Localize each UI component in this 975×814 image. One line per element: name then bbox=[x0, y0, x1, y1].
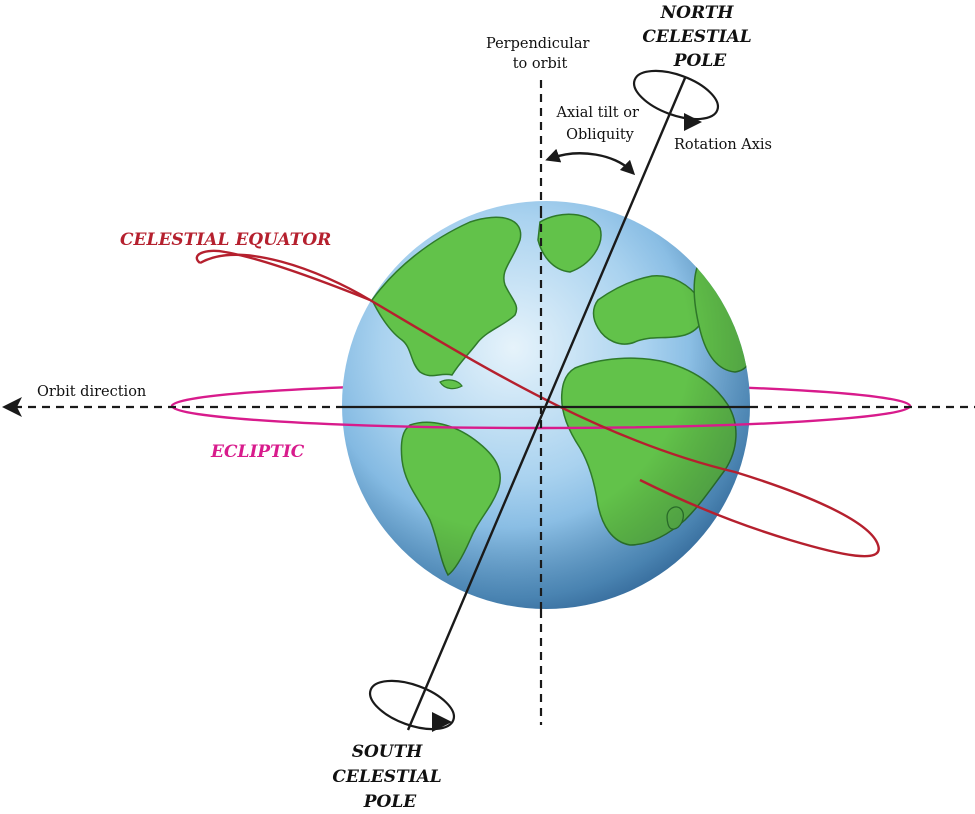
celestial-equator-ring-front bbox=[369, 298, 880, 558]
ecliptic-label: ECLIPTIC bbox=[210, 442, 305, 462]
north-rotation-arrow bbox=[632, 69, 720, 131]
axial-tilt-arc bbox=[545, 148, 636, 176]
celestial-equator-ring-left-arc bbox=[195, 249, 371, 302]
south-rotation-arrow bbox=[368, 679, 456, 732]
orbit-direction-label: Orbit direction bbox=[37, 384, 146, 400]
north-pole-label: NORTH CELESTIAL POLE bbox=[642, 3, 757, 71]
rotation-axis-line bbox=[406, 77, 687, 731]
rotation-axis-label: Rotation Axis bbox=[674, 137, 772, 153]
celestial-equator-label: CELESTIAL EQUATOR bbox=[120, 230, 331, 250]
perpendicular-label: Perpendicular to orbit bbox=[486, 36, 594, 72]
earth-globe bbox=[342, 201, 750, 609]
axial-tilt-label: Axial tilt or Obliquity bbox=[556, 105, 644, 143]
orbit-direction-arrowhead bbox=[2, 397, 22, 417]
south-pole-label: SOUTH CELESTIAL POLE bbox=[332, 742, 447, 812]
celestial-equator-ring-back bbox=[199, 253, 371, 302]
